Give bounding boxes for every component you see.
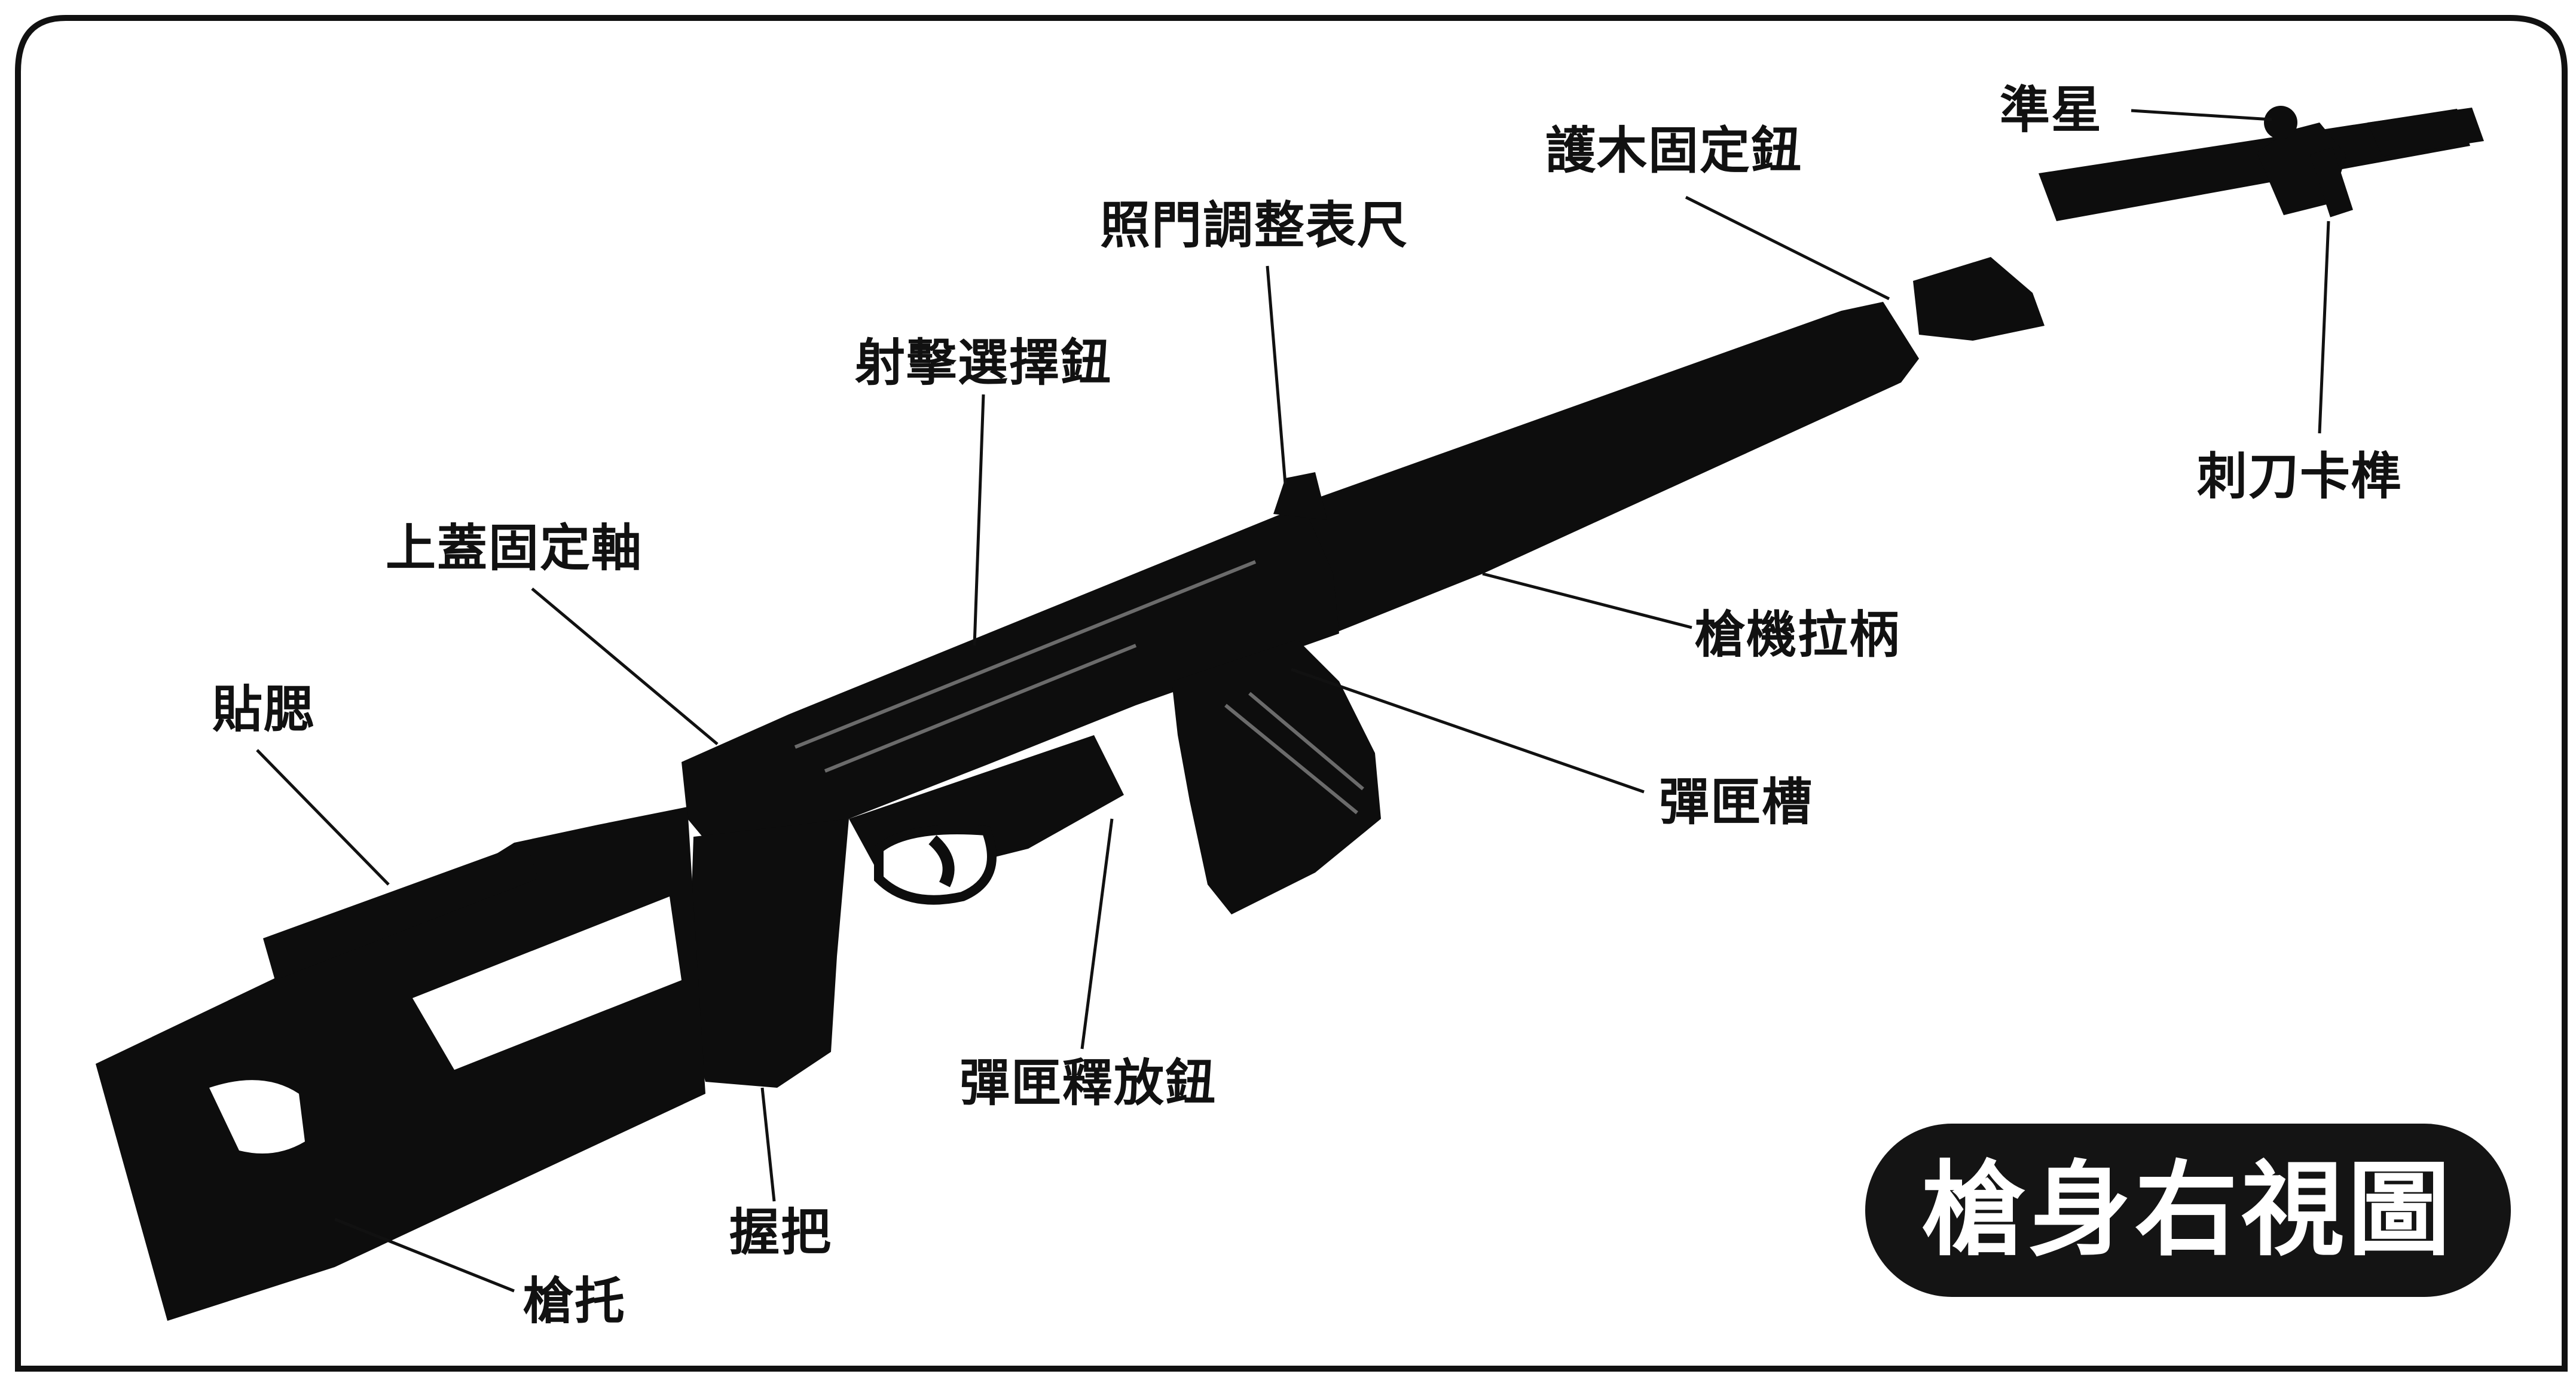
barrel [2039,109,2470,221]
magazine [1172,640,1381,914]
label-front-sight: 準星 [2000,81,2103,139]
diagram-frame [15,15,2568,1372]
leader-magazine-release [1080,818,1114,1050]
muzzle [2367,108,2484,157]
receiver-highlights [794,560,1364,815]
cheek-rest-block [263,843,538,980]
label-cover-pin: 上蓋固定軸 [386,519,643,577]
pistol-grip [687,819,849,1088]
label-charging-handle: 槍機拉柄 [1695,605,1901,664]
stock-cutouts [209,896,682,1153]
label-magazine-well: 彈匣槽 [1659,773,1814,831]
label-fire-selector: 射擊選擇鈕 [855,333,1113,392]
leader-cheek-rest [256,749,390,886]
label-buttstock: 槍托 [523,1272,627,1330]
gas-block [1913,257,2045,341]
leader-front-sight [2131,109,2272,121]
trigger [928,835,955,888]
label-cheek-rest: 貼腮 [212,680,316,739]
leader-bayonet-lug [2318,221,2330,434]
stock [96,807,705,1321]
leader-lines [256,109,2330,1293]
leader-magazine-well [1291,668,1645,794]
leader-cover-pin [531,588,719,745]
handguard [1291,302,1919,634]
label-pistol-grip: 握把 [729,1203,833,1262]
bayonet-lug [2309,147,2354,218]
label-handguard-retainer: 護木固定鈕 [1545,121,1803,180]
leader-charging-handle [1482,572,1692,629]
diagram-title: 槍身右視圖 [1922,1150,2454,1270]
leader-buttstock [334,1217,515,1293]
front-sight-post [2264,106,2297,139]
leader-handguard-retainer [1685,195,1890,301]
stock-window [412,896,682,1070]
label-rear-sight-scale: 照門調整表尺 [1100,196,1409,255]
label-bayonet-lug: 刺刀卡榫 [2197,447,2403,506]
leader-rear-sight [1266,265,1287,485]
rear-sight [1273,472,1327,520]
title-badge: 槍身右視圖 [1865,1124,2511,1297]
leader-pistol-grip [760,1087,776,1202]
trigger-guard [874,825,997,905]
leader-fire-selector [973,394,985,646]
label-magazine-release: 彈匣釋放鈕 [959,1054,1217,1112]
butt-cutout [209,1080,305,1153]
